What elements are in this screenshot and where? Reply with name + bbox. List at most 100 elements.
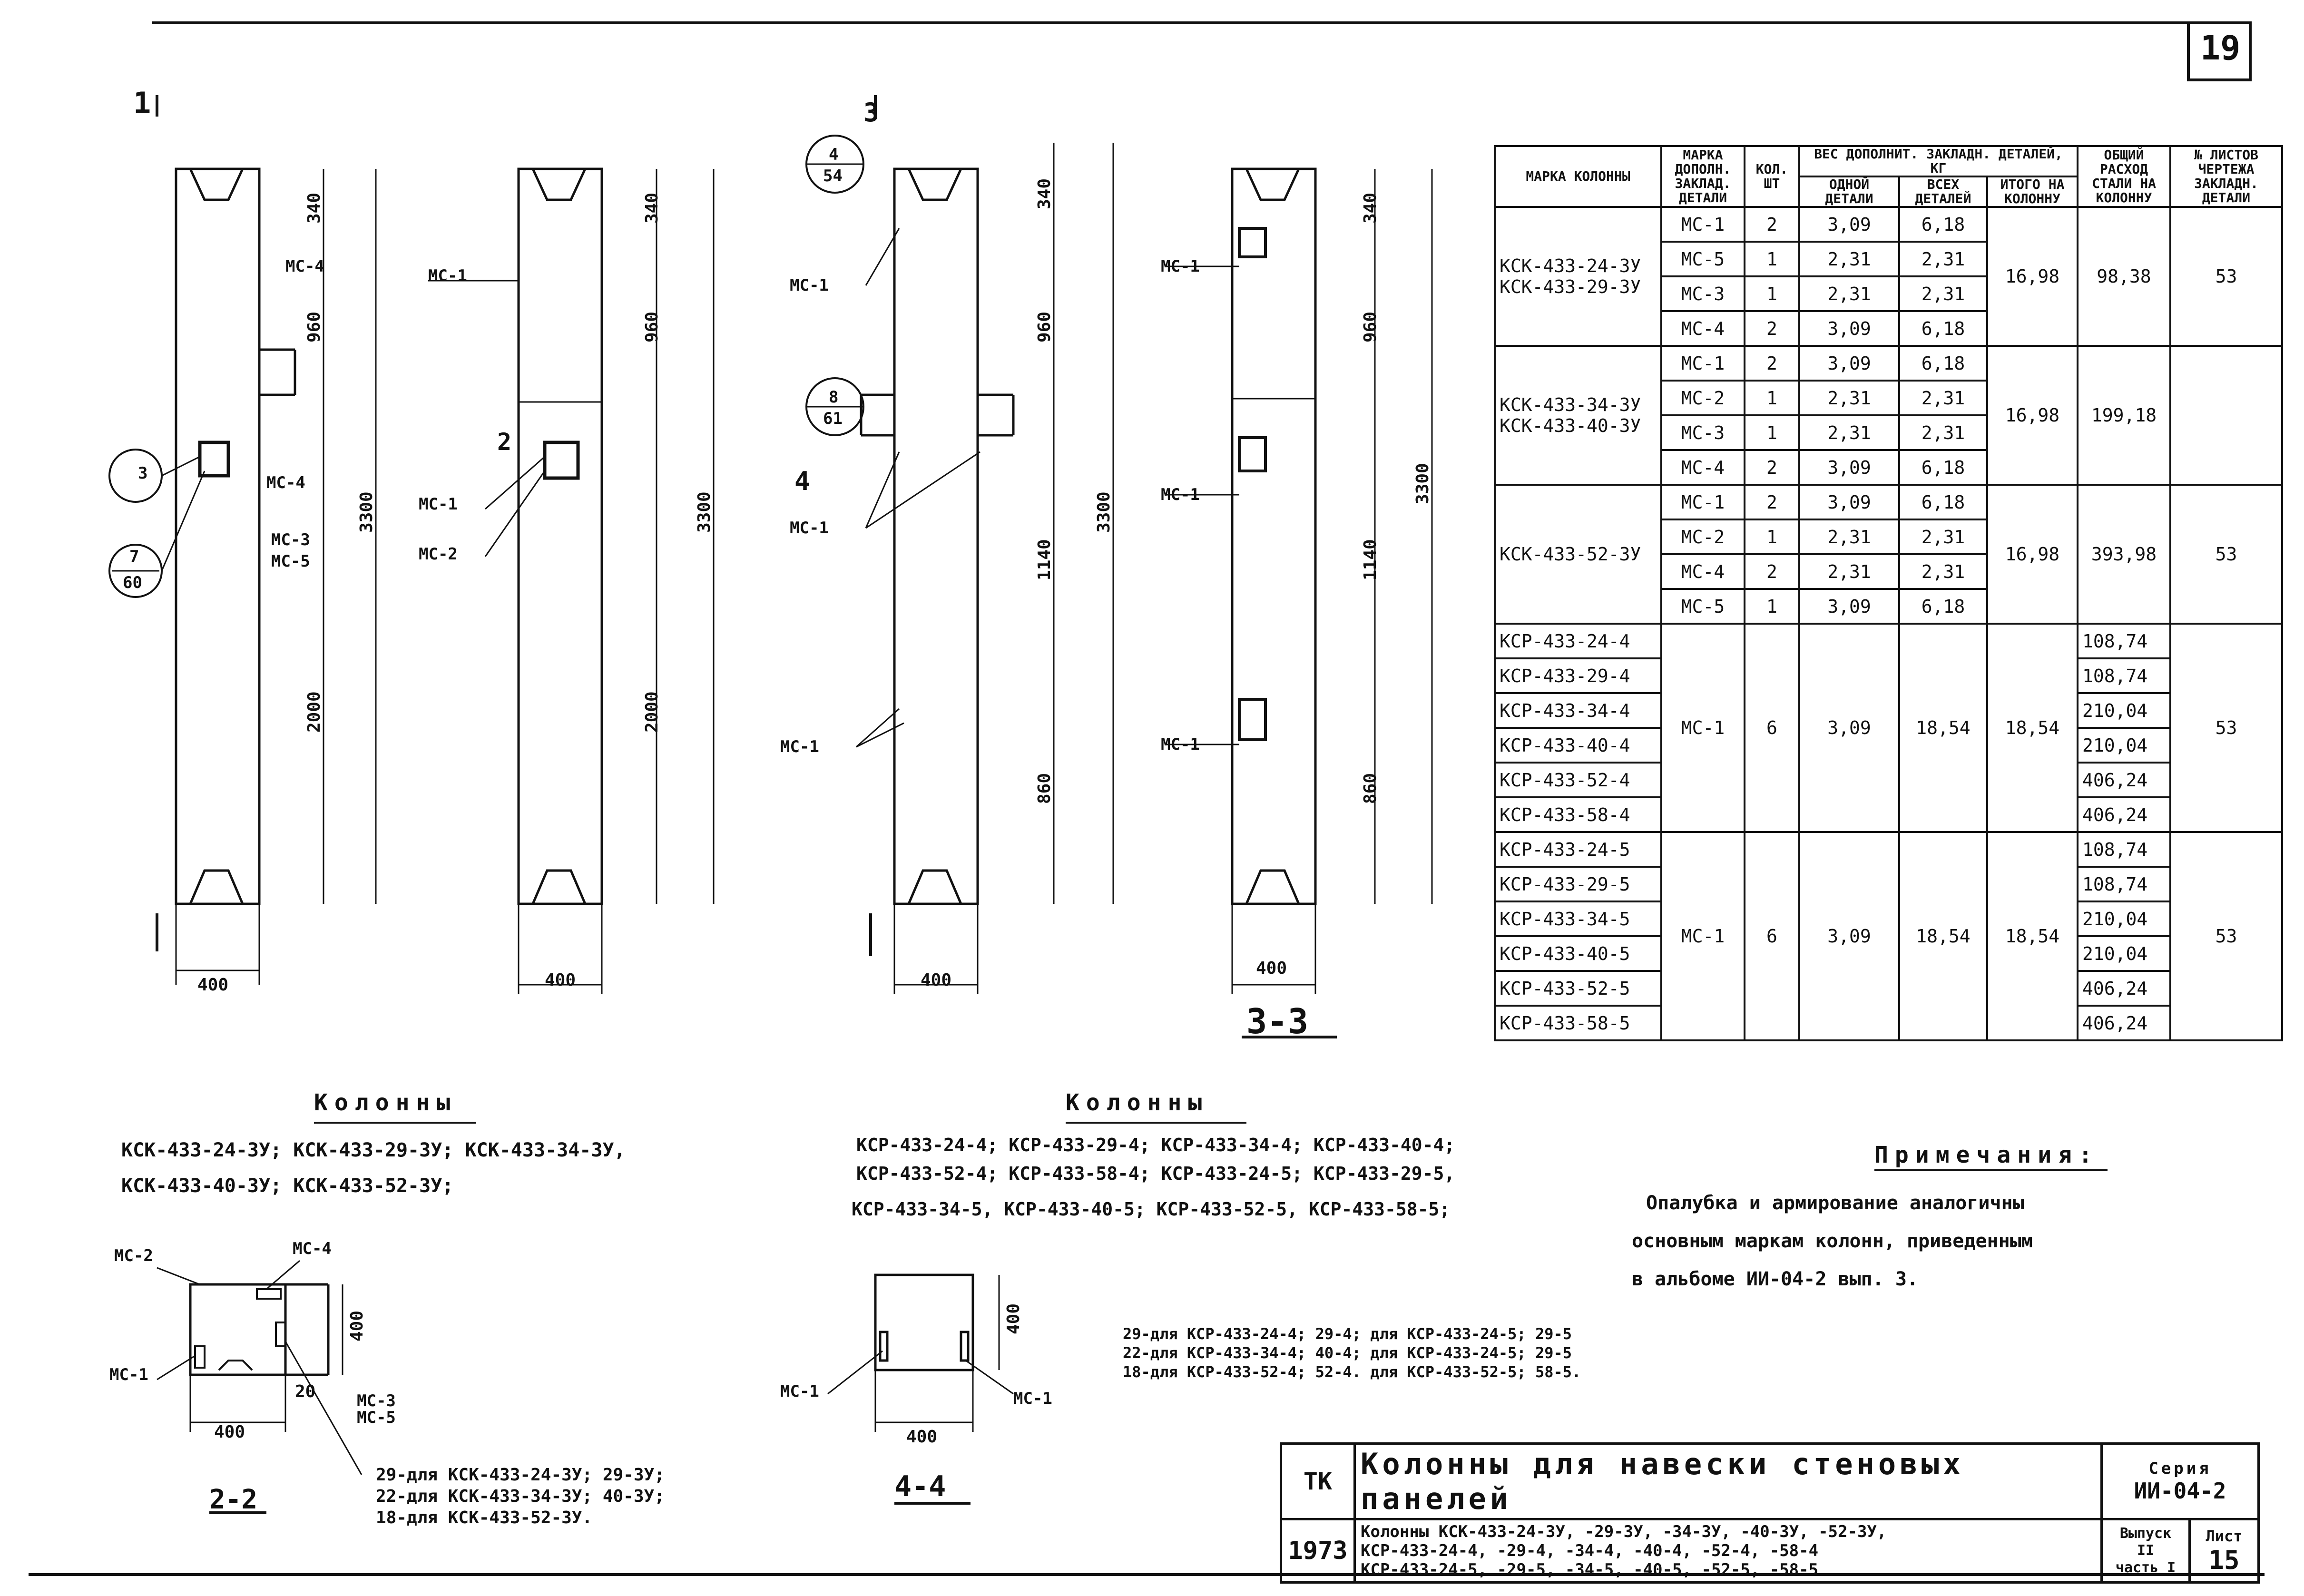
group-2-mark-0: КСК-433-52-3У	[1494, 484, 1662, 625]
g4-mark-5: КСР-433-58-5	[1494, 1005, 1662, 1041]
s22-note1: 29-для КСК-433-24-3У; 29-3У;	[376, 1465, 665, 1485]
caption-left-line2: КСК-433-40-3У; КСК-433-52-3У;	[121, 1175, 454, 1197]
g0-r2-one: 2,31	[1798, 275, 1900, 312]
th-qty: КОЛ. ШТ	[1744, 145, 1800, 208]
g0-r3-mark: МС-4	[1660, 310, 1745, 347]
section-2-2	[157, 1260, 363, 1514]
g3-steel-4: 406,24	[2077, 762, 2171, 798]
stamp-org: ТК	[1280, 1442, 1356, 1520]
dim-total-3300-c2: 3300	[695, 491, 714, 533]
dim-bottom-2000-c2: 2000	[642, 691, 662, 733]
dim-total-3300: 3300	[357, 491, 376, 533]
th-weight: ВЕС ДОПОЛНИТ. ЗАКЛАДН. ДЕТАЛЕЙ, КГ	[1798, 145, 2079, 177]
s22-dim-height: 400	[347, 1310, 367, 1341]
stamp-desc-2: КСР-433-24-4, -29-4, -34-4, -40-4, -52-4…	[1361, 1541, 1819, 1560]
label-mc1-low-c4: МС-1	[1161, 735, 1200, 754]
g2-r2-one: 2,31	[1798, 553, 1900, 590]
cut-mark-3: 3	[863, 98, 879, 127]
dim-top-340-c2: 340	[642, 192, 662, 224]
g2-r0-one: 3,09	[1798, 484, 1900, 520]
group-1-mark-1: КСК-433-40-3У	[1500, 415, 1641, 436]
g0-r3-all: 6,18	[1898, 310, 1988, 347]
dim-bottom-860-c4: 860	[1361, 773, 1380, 804]
stamp-issue-cell: Выпуск II часть I	[2100, 1518, 2191, 1584]
stamp-issue-label: Выпуск	[2119, 1525, 2172, 1542]
s44-dim-height: 400	[1004, 1303, 1023, 1334]
g1-r0-mark: МС-1	[1660, 345, 1745, 382]
g3-steel-1: 108,74	[2077, 657, 2171, 694]
g1-sheet	[2169, 345, 2283, 486]
g1-r3-all: 6,18	[1898, 449, 1988, 486]
g4-steel-3: 210,04	[2077, 935, 2171, 972]
circle-a: 4	[829, 145, 839, 164]
g4-mark-2: КСР-433-34-5	[1494, 901, 1662, 937]
dim-low-1140-c4: 1140	[1361, 539, 1380, 580]
th-column-mark: МАРКА КОЛОННЫ	[1494, 145, 1662, 208]
section-circle-1: 3	[138, 464, 148, 483]
stamp-series-cell: Серия ИИ-04-2	[2100, 1442, 2260, 1520]
s44-label-mc1-left: МС-1	[780, 1382, 819, 1401]
s44-note1: 29-для КСР-433-24-4; 29-4; для КСР-433-2…	[1123, 1325, 1572, 1343]
dim-width-400-c3: 400	[921, 970, 952, 990]
label-mc1-top-c4: МС-1	[1161, 257, 1200, 276]
g3-steel-3: 210,04	[2077, 727, 2171, 764]
s22-dim-20: 20	[295, 1382, 316, 1401]
g1-r3-qty: 2	[1744, 449, 1800, 486]
g4-r0-qty: 6	[1744, 831, 1800, 1041]
stamp-desc: Колонны КСК-433-24-3У, -29-3У, -34-3У, -…	[1353, 1518, 2103, 1584]
g1-r1-one: 2,31	[1798, 380, 1900, 416]
g1-r2-mark: МС-3	[1660, 414, 1745, 451]
g2-total: 16,98	[1986, 484, 2079, 625]
s44-title: 4-4	[894, 1470, 946, 1503]
cut-mark-2: 2	[497, 428, 512, 456]
caption-mid-line3: КСР-433-34-5, КСР-433-40-5; КСР-433-52-5…	[852, 1199, 1451, 1220]
group-0-mark-1: КСК-433-29-3У	[1500, 276, 1641, 297]
dim-top-340: 340	[304, 192, 324, 224]
s44-note2: 22-для КСР-433-34-4; 40-4; для КСР-433-2…	[1123, 1344, 1572, 1362]
column-elevation-2	[428, 167, 715, 994]
dim-low-1140-c3: 1140	[1035, 539, 1054, 580]
title-block: ТК Колонны для навески стеновых панелей …	[1280, 1442, 2260, 1584]
stamp-sheet-label: Лист	[2206, 1527, 2243, 1545]
g0-r1-one: 2,31	[1798, 241, 1900, 277]
notes-line2: основным маркам колонн, приведенным	[1632, 1230, 2033, 1252]
circle-b-ref: 61	[823, 409, 843, 428]
group-0-marks: КСК-433-24-3У КСК-433-29-3У	[1494, 206, 1662, 347]
caption-mid-line1: КСР-433-24-4; КСР-433-29-4; КСР-433-34-4…	[856, 1135, 1455, 1155]
spec-table: МАРКА КОЛОННЫ МАРКА ДОПОЛН. ЗАКЛАД. ДЕТА…	[1494, 145, 2283, 1041]
dim-width-400-c4: 400	[1256, 959, 1287, 978]
s22-label-mc1: МС-1	[109, 1365, 148, 1384]
label-mc1-low-c3: МС-1	[780, 737, 819, 756]
g1-r1-all: 2,31	[1898, 380, 1988, 416]
column-elevation-1	[108, 95, 377, 985]
stamp-year: 1973	[1280, 1518, 1356, 1584]
label-mc3: МС-3	[271, 530, 310, 549]
g3-r0-one: 3,09	[1798, 623, 1900, 833]
th-steel: ОБЩИЙ РАСХОД СТАЛИ НА КОЛОННУ	[2077, 145, 2171, 208]
th-sheet: № ЛИСТОВ ЧЕРТЕЖА ЗАКЛАДН. ДЕТАЛИ	[2169, 145, 2283, 208]
g2-r2-qty: 2	[1744, 553, 1800, 590]
sheet-number: 19	[2200, 29, 2241, 68]
group-1-marks: КСК-433-34-3У КСК-433-40-3У	[1494, 345, 1662, 486]
section-circle-2-ref: 60	[123, 573, 142, 592]
g1-r2-qty: 1	[1744, 414, 1800, 451]
g3-mark-0: КСР-433-24-4	[1494, 623, 1662, 659]
th-total-per-column: ИТОГО НА КОЛОННУ	[1986, 176, 2079, 208]
g4-steel-0: 108,74	[2077, 831, 2171, 868]
section-title-3-3: 3-3	[1246, 1001, 1309, 1041]
stamp-desc-3: КСР-433-24-5, -29-5, -34-5, -40-5, -52-5…	[1361, 1560, 1819, 1579]
stamp-series: ИИ-04-2	[2134, 1478, 2226, 1504]
g3-r0-mark: МС-1	[1660, 623, 1745, 833]
dim-total-3300-c3: 3300	[1094, 491, 1114, 533]
label-mc1-mid-c4: МС-1	[1161, 485, 1200, 504]
section-circle-2: 7	[129, 547, 139, 566]
g4-mark-3: КСР-433-40-5	[1494, 935, 1662, 972]
g1-r3-one: 3,09	[1798, 449, 1900, 486]
cut-mark-1: 1	[133, 86, 151, 120]
g3-sheet: 53	[2169, 623, 2283, 833]
g3-steel-2: 210,04	[2077, 692, 2171, 729]
g4-mark-0: КСР-433-24-5	[1494, 831, 1662, 868]
notes-line1: Опалубка и армирование аналогичны	[1646, 1192, 2024, 1214]
g1-total: 16,98	[1986, 345, 2079, 486]
notes-line3: в альбоме ИИ-04-2 вып. 3.	[1632, 1268, 1919, 1290]
